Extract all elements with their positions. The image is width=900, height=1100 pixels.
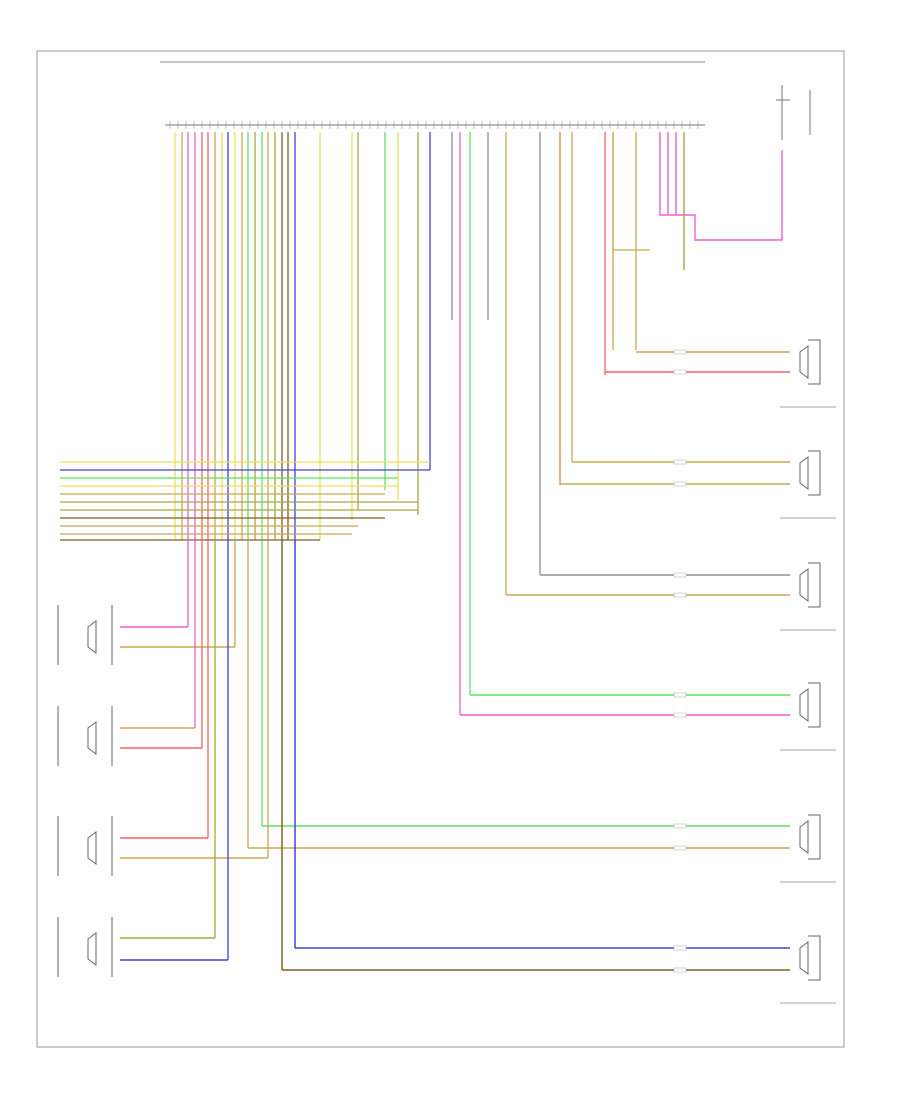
diagram-frame <box>36 50 845 1048</box>
inline-connector <box>673 572 687 578</box>
inline-connector <box>673 369 687 375</box>
power-feed-wire <box>659 132 783 241</box>
inline-connector <box>673 692 687 698</box>
inline-connector <box>673 845 687 851</box>
speaker-symbol <box>799 935 821 981</box>
inline-connector <box>673 481 687 487</box>
speaker-symbol <box>57 706 113 766</box>
inline-connector <box>673 823 687 829</box>
inline-connector <box>673 459 687 465</box>
inline-connector <box>673 349 687 355</box>
speaker-symbol <box>57 605 113 665</box>
power-fuse-symbol <box>776 85 811 140</box>
speaker-symbol <box>799 450 821 496</box>
speaker-symbol <box>57 816 113 876</box>
speaker-symbol <box>57 917 113 977</box>
speaker-symbol <box>799 682 821 728</box>
antenna-wire <box>612 132 650 251</box>
inline-connector <box>673 592 687 598</box>
inline-connector <box>673 967 687 973</box>
inline-connector <box>673 945 687 951</box>
speaker-symbol <box>799 562 821 608</box>
speaker-group <box>57 339 836 1004</box>
wire-harness <box>60 121 790 971</box>
speaker-symbol <box>799 339 821 385</box>
speaker-symbol <box>799 814 821 860</box>
inline-connector <box>673 712 687 718</box>
